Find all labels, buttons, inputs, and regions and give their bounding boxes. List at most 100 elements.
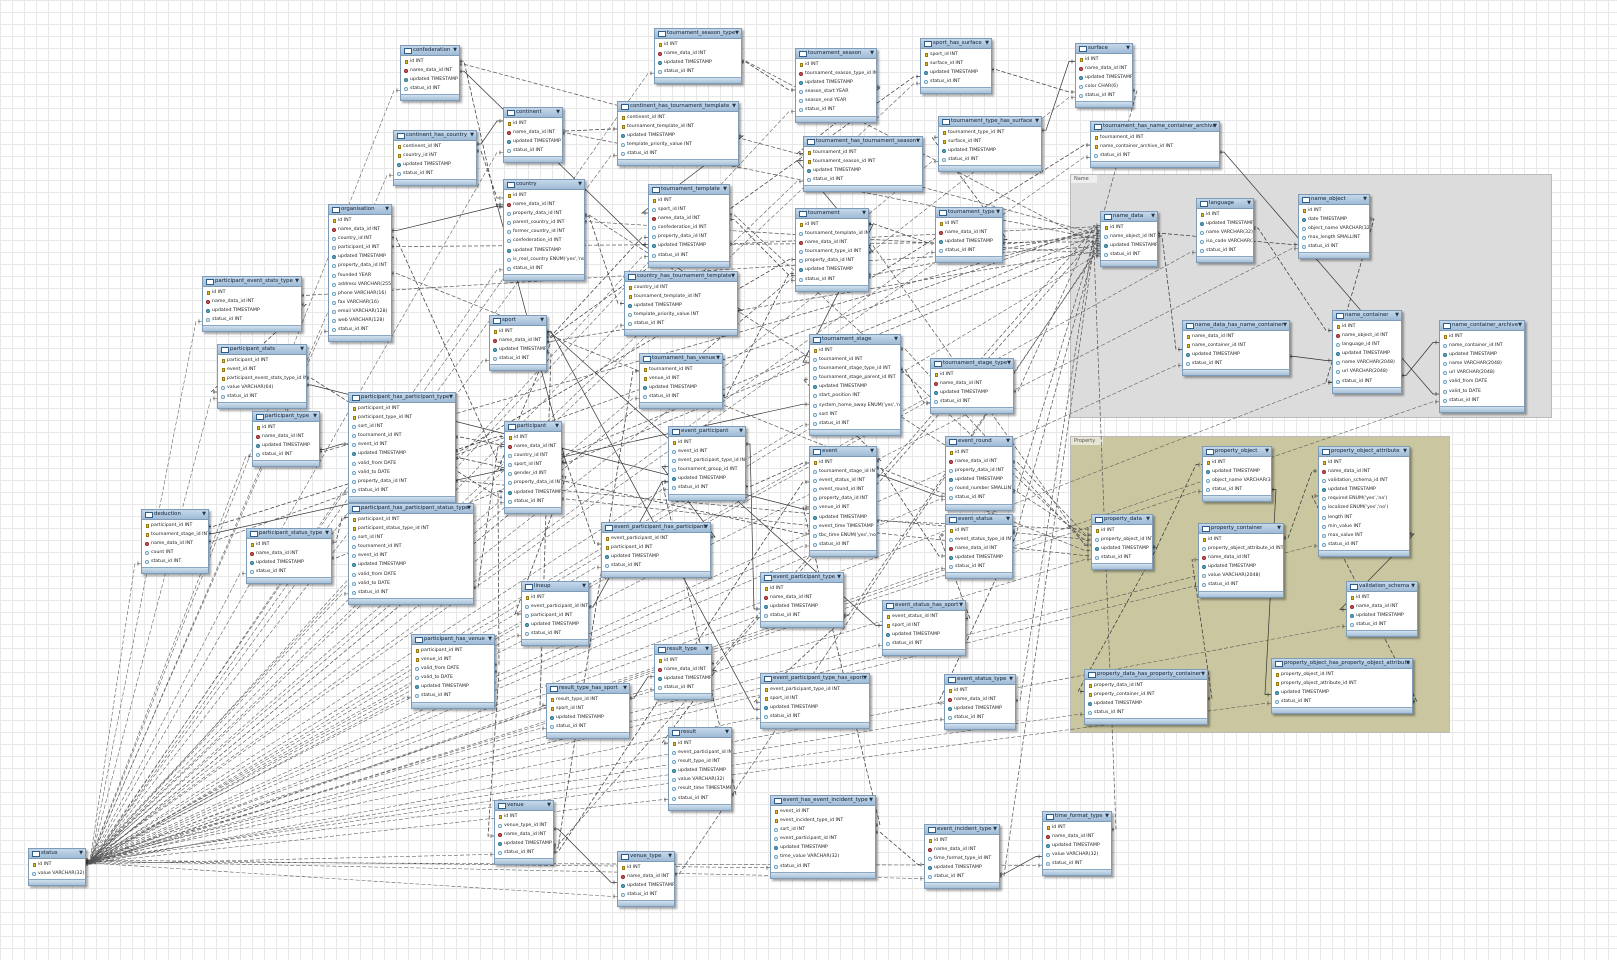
column-row[interactable]: tournament_stage_id INT	[142, 530, 208, 539]
table-header[interactable]: participant_has_venue▼	[412, 635, 494, 645]
column-row[interactable]: updated TIMESTAMP	[1197, 219, 1253, 228]
table-header[interactable]: event_incident_type▼	[925, 825, 999, 835]
column-row[interactable]: status_id INT	[883, 639, 965, 648]
collapse-arrow-icon[interactable]: ▼	[996, 209, 1000, 215]
table-header[interactable]: validation_schema▼	[1347, 582, 1417, 592]
collapse-arrow-icon[interactable]: ▼	[1277, 525, 1281, 531]
table-header[interactable]: name_object▼	[1299, 195, 1369, 205]
column-row[interactable]: status_id INT	[945, 713, 1015, 722]
column-row[interactable]: status_id INT	[401, 84, 459, 93]
column-row[interactable]: status_id INT	[1085, 708, 1207, 717]
column-row[interactable]: name_container_archive_id INT	[1091, 142, 1219, 151]
column-row[interactable]: id INT	[253, 423, 319, 432]
table-header[interactable]: property_data▼	[1092, 515, 1152, 525]
collapse-arrow-icon[interactable]: ▼	[79, 850, 83, 856]
column-row[interactable]: name_data_id INT	[1076, 64, 1132, 73]
column-row[interactable]: updated TIMESTAMP	[625, 301, 737, 310]
column-row[interactable]: status_id INT	[547, 722, 629, 731]
column-row[interactable]: value VARCHAR(2048)	[1199, 571, 1283, 580]
column-row[interactable]: status_id INT	[655, 67, 741, 76]
collapse-arrow-icon[interactable]: ▼	[894, 336, 898, 342]
column-row[interactable]: sport_id INT	[649, 205, 729, 214]
collapse-arrow-icon[interactable]: ▼	[325, 530, 329, 536]
column-row[interactable]: localized ENUM('yes','no')	[1319, 503, 1409, 512]
column-row[interactable]: updated TIMESTAMP	[1333, 349, 1401, 358]
column-row[interactable]: updated TIMESTAMP	[349, 449, 455, 458]
column-row[interactable]: updated TIMESTAMP	[495, 839, 553, 848]
column-row[interactable]: status_id INT	[349, 588, 473, 597]
collapse-arrow-icon[interactable]: ▼	[725, 729, 729, 735]
collapse-arrow-icon[interactable]: ▼	[1213, 123, 1217, 129]
column-row[interactable]: status_id INT	[602, 561, 710, 570]
collapse-arrow-icon[interactable]: ▼	[1395, 312, 1399, 318]
table-header[interactable]: venue_type▼	[618, 852, 674, 862]
column-row[interactable]: venue_id INT	[412, 655, 494, 664]
column-row[interactable]: id INT	[401, 57, 459, 66]
column-row[interactable]: id INT	[1347, 593, 1417, 602]
collapse-arrow-icon[interactable]: ▼	[556, 109, 560, 115]
collapse-arrow-icon[interactable]: ▼	[1006, 438, 1010, 444]
collapse-arrow-icon[interactable]: ▼	[1411, 583, 1415, 589]
column-row[interactable]: country_id INT	[394, 151, 476, 160]
table-header[interactable]: event_participant_has_participant▼	[602, 523, 710, 533]
column-row[interactable]: valid_to DATE	[349, 579, 473, 588]
column-row[interactable]: name_data_id INT	[505, 442, 561, 451]
table-header[interactable]: name_container▼	[1333, 311, 1401, 321]
column-row[interactable]: updated TIMESTAMP	[1272, 688, 1412, 697]
table-header[interactable]: sport_has_surface▼	[921, 39, 991, 49]
column-row[interactable]: updated TIMESTAMP	[921, 68, 991, 77]
column-row[interactable]: url VARCHAR(2048)	[1333, 367, 1401, 376]
column-row[interactable]: event_id INT	[349, 551, 473, 560]
column-row[interactable]: venue_id INT	[640, 374, 722, 383]
column-row[interactable]: tournament_stage_parent_id INT	[810, 373, 900, 382]
table-header[interactable]: participant▼	[505, 422, 561, 432]
table-participant-has-venue[interactable]: participant_has_venue▼participant_id INT…	[411, 634, 495, 709]
column-row[interactable]: status_id INT	[796, 275, 868, 284]
column-row[interactable]: status_id INT	[1076, 91, 1132, 100]
collapse-arrow-icon[interactable]: ▼	[1265, 448, 1269, 454]
table-header[interactable]: tournament_season▼	[796, 49, 876, 59]
column-row[interactable]: value VARCHAR(64)	[218, 383, 306, 392]
column-row[interactable]: tournament_type_id INT	[796, 247, 868, 256]
column-row[interactable]: updated TIMESTAMP	[618, 131, 738, 140]
column-row[interactable]: valid_from DATE	[412, 664, 494, 673]
table-header[interactable]: surface▼	[1076, 44, 1132, 54]
column-row[interactable]: id INT	[247, 540, 331, 549]
column-row[interactable]: event_incident_type_id INT	[771, 816, 875, 825]
column-row[interactable]: updated TIMESTAMP	[349, 560, 473, 569]
table-header[interactable]: tournament_stage_type▼	[931, 359, 1013, 369]
collapse-arrow-icon[interactable]: ▼	[202, 511, 206, 517]
column-row[interactable]: valid_from DATE	[349, 459, 455, 468]
table-property-data-has-property-container[interactable]: property_data_has_property_container▼pro…	[1084, 669, 1208, 726]
table-header[interactable]: event_has_event_incident_type▼	[771, 796, 875, 806]
column-row[interactable]: time_format_type_id INT	[925, 854, 999, 863]
column-row[interactable]: name_data_id INT	[203, 297, 301, 306]
column-row[interactable]: name_data_id INT	[796, 238, 868, 247]
table-name-data-has-name-container[interactable]: name_data_has_name_container▼name_data_i…	[1182, 320, 1290, 377]
table-header[interactable]: event_participant▼	[669, 427, 745, 437]
table-header[interactable]: tournament_type_has_surface▼	[939, 117, 1041, 127]
column-row[interactable]: id INT	[1333, 322, 1401, 331]
collapse-arrow-icon[interactable]: ▼	[313, 413, 317, 419]
column-row[interactable]: address VARCHAR(255)	[329, 280, 391, 289]
column-row[interactable]: property_object_id INT	[1272, 670, 1412, 679]
column-row[interactable]: date TIMESTAMP	[1299, 215, 1369, 224]
column-row[interactable]: event_round_id INT	[810, 485, 876, 494]
column-row[interactable]: property_data_id INT	[649, 232, 729, 241]
column-row[interactable]: min_value INT	[1319, 522, 1409, 531]
column-row[interactable]: updated TIMESTAMP	[547, 713, 629, 722]
column-row[interactable]: web VARCHAR(128)	[329, 316, 391, 325]
collapse-arrow-icon[interactable]: ▼	[1247, 200, 1251, 206]
column-row[interactable]: value VARCHAR(32)	[29, 869, 85, 878]
column-row[interactable]: tournament_template_id INT	[796, 229, 868, 238]
column-row[interactable]: name_object_id INT	[1101, 232, 1157, 241]
collapse-arrow-icon[interactable]: ▼	[869, 797, 873, 803]
column-row[interactable]: status_id INT	[946, 562, 1012, 571]
